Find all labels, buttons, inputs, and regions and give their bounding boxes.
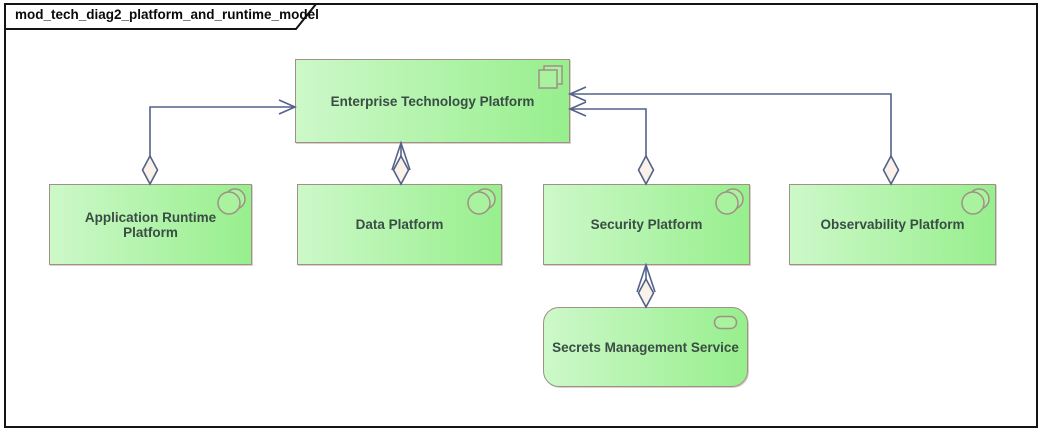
node-label: Data Platform (355, 217, 444, 232)
rounded-service-icon (713, 315, 738, 330)
node-label: Security Platform (590, 217, 703, 232)
node-data-platform[interactable]: Data Platform (297, 184, 502, 265)
connector-application-runtime-to-enterprise[interactable] (141, 99, 297, 186)
node-observability-platform[interactable]: Observability Platform (789, 184, 996, 265)
node-label: Secrets Management Service (552, 339, 739, 355)
connector-data-platform-to-enterprise[interactable] (391, 140, 411, 186)
double-circle-icon (217, 188, 246, 215)
connector-observability-platform-to-enterprise[interactable] (568, 86, 900, 186)
diagram-title: mod_tech_diag2_platform_and_runtime_mode… (15, 7, 319, 22)
node-security-platform[interactable]: Security Platform (543, 184, 750, 265)
diagram-title-tab: mod_tech_diag2_platform_and_runtime_mode… (5, 4, 319, 30)
node-label: Application Runtime Platform (84, 209, 217, 240)
double-square-icon (538, 65, 563, 89)
node-application-runtime-platform[interactable]: Application Runtime Platform (49, 184, 252, 265)
node-label: Enterprise Technology Platform (330, 93, 535, 109)
connector-secrets-service-to-security-platform[interactable] (636, 262, 656, 309)
node-secrets-management-service[interactable]: Secrets Management Service (543, 307, 748, 387)
double-circle-icon (961, 188, 990, 215)
node-enterprise-technology-platform[interactable]: Enterprise Technology Platform (295, 59, 570, 143)
double-circle-icon (715, 188, 744, 215)
title-tab-shape (5, 4, 317, 30)
diagram-frame: mod_tech_diag2_platform_and_runtime_mode… (4, 3, 1038, 428)
connector-security-platform-to-enterprise[interactable] (568, 101, 655, 186)
node-label: Observability Platform (820, 217, 965, 232)
double-circle-icon (467, 188, 496, 215)
